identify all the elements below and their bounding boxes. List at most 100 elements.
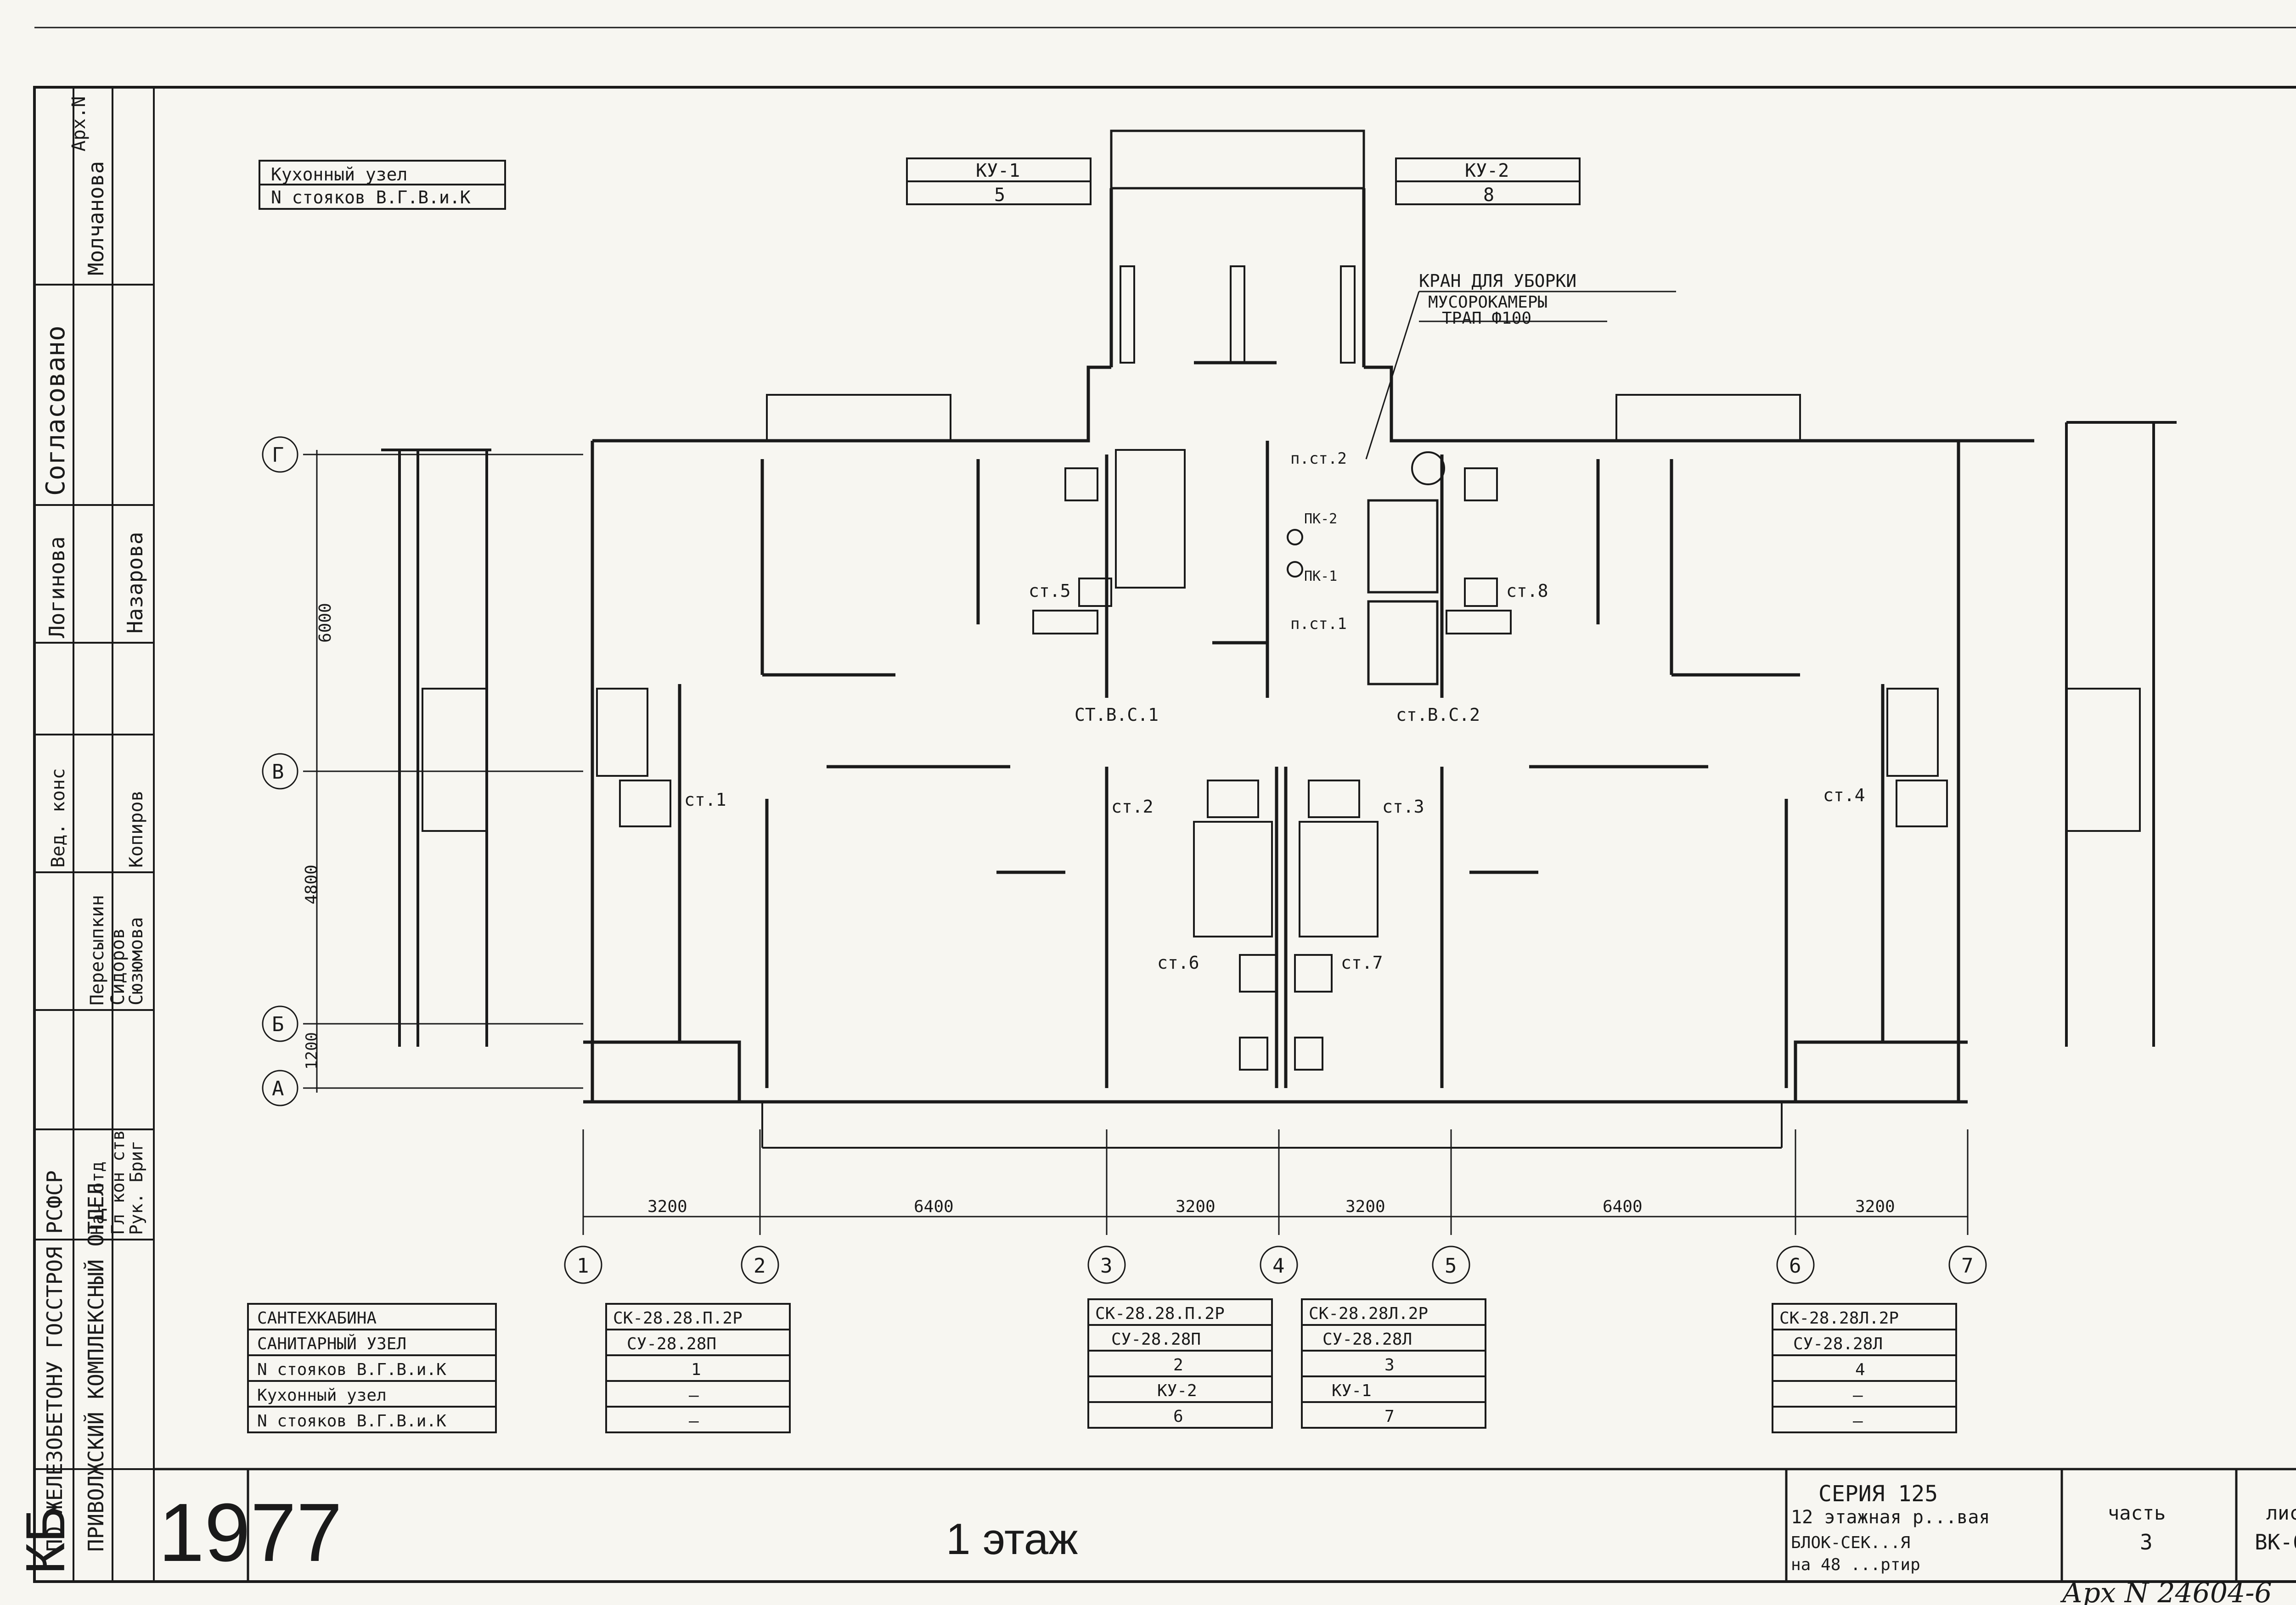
dim-span-4: 3200 [1345,1197,1385,1216]
table3-r3: 3 [1384,1356,1395,1375]
stamp-role-4: Гл кон ств [108,1130,128,1235]
axis-row-b: Б [272,1013,284,1036]
label-pst2: п.ст.2 [1290,449,1347,468]
label-st5: ст.5 [1029,581,1071,601]
label-st7: ст.7 [1341,953,1383,973]
label-pk2: ПК-2 [1304,511,1337,527]
legend-row-1: САНТЕХКАБИНА [257,1309,377,1328]
table2-r5: 6 [1173,1407,1183,1426]
ku1-label: КУ-1 [976,160,1020,181]
stamp-name-molchanova: Молчанова [84,161,108,275]
stamp-role-1: Вед. конс [48,768,69,868]
label-pst1: п.ст.1 [1290,615,1347,633]
stamp-name-loginova: Логинова [45,536,69,638]
legend-table [247,1303,497,1433]
dim-span-5: 6400 [1603,1197,1643,1216]
annotation-line-1: КРАН ДЛЯ УБОРКИ [1419,271,1576,291]
title-year: 1977 [158,1487,342,1579]
sanitary-fixtures [596,451,1948,1071]
ku2-label: КУ-2 [1465,160,1509,181]
table1-r3: 1 [691,1360,701,1379]
legend-row-4: Кухонный узел [257,1386,387,1405]
stamp-name-sidorov: Сидоров [107,928,129,1005]
stamp-logo: КБ [15,1506,76,1575]
row-axes [262,436,583,1106]
kitchen-legend [259,160,506,210]
wing-fragments [381,421,2177,1047]
axis-col-4: 4 [1272,1254,1285,1278]
stamp-name-nazarova: Назарова [123,532,147,634]
archive-stamp: Арх N 24604-6 [2060,1577,2272,1605]
table2-r2: СУ-28.28П [1111,1330,1201,1349]
stamp-role-2: Копиров [126,790,147,868]
table4-r3: 4 [1855,1360,1865,1379]
title-block-apts: на 48 ...ртир [1791,1555,1920,1574]
label-st4: ст.4 [1823,785,1865,805]
axis-col-3: 3 [1100,1254,1113,1278]
annotation-line-2: МУСОРОКАМЕРЫ [1428,293,1548,312]
axis-col-5: 5 [1445,1254,1457,1278]
axis-col-6: 6 [1789,1254,1801,1278]
stamp-org1: ПО ЖЕЛЕЗОБЕТОНУ ГОССТРОЯ РСФСР [42,1170,67,1552]
title-part-label: часть [2108,1502,2166,1524]
floor-plan [583,129,2034,1149]
label-stvs2: ст.В.С.2 [1396,705,1480,725]
annotation-line-3: ТРАП Ф100 [1442,309,1531,328]
table3-r1: СК-28.28Л.2Р [1309,1304,1428,1323]
table1-r5: — [689,1412,699,1431]
dim-vertical-4800: 4800 [302,864,321,904]
title-part-value: 3 [2140,1530,2153,1554]
kitchen-legend-title: Кухонный узел [271,164,407,185]
table4-r4: — [1853,1386,1863,1405]
stamp-name-syuzyumova: Сюзюмова [126,917,147,1005]
title-series-desc: 12 этажная р...вая [1791,1507,1990,1528]
table2-r1: СК-28.28.П.2Р [1095,1304,1225,1323]
stamp-name-peresypkin: Пересыпкин [87,895,108,1005]
table4-r2: СУ-28.28Л [1793,1335,1883,1353]
dim-span-3: 3200 [1176,1197,1216,1216]
left-stamp [34,87,155,1582]
table1-r2: СУ-28.28П [627,1335,716,1353]
title-block [154,1468,2296,1582]
title-block-name: БЛОК-СЕК...Я [1791,1533,1910,1552]
label-st8: ст.8 [1506,581,1548,601]
kitchen-legend-subtitle: N стояков В.Г.В.и.К [271,187,471,208]
label-st1: ст.1 [684,790,726,810]
ku1-value: 5 [994,185,1005,206]
legend-row-3: N стояков В.Г.В.и.К [257,1360,446,1379]
label-st3: ст.3 [1382,797,1424,817]
label-st6: ст.6 [1157,953,1199,973]
ku-boxes [906,157,1581,205]
axis-col-7: 7 [1961,1254,1974,1278]
stamp-agreed: Согласовано [41,325,71,496]
table3-r5: 7 [1384,1407,1395,1426]
axis-col-2: 2 [754,1254,766,1278]
dim-span-1: 3200 [647,1197,687,1216]
label-st2: ст.2 [1111,797,1154,817]
table2-r3: 2 [1173,1356,1183,1375]
column-axes [564,1129,1987,1284]
label-stvs1: СТ.В.С.1 [1075,705,1159,725]
table4-r5: — [1853,1412,1863,1431]
title-series: СЕРИЯ 125 [1818,1481,1938,1507]
title-list-label: лист [2266,1502,2296,1524]
ku2-value: 8 [1483,185,1494,206]
dim-vertical-1200: 1200 [303,1032,321,1070]
table3-r4: КУ-1 [1332,1381,1372,1400]
dim-vertical-6000: 6000 [316,603,335,643]
legend-row-2: САНИТАРНЫЙ УЗЕЛ [257,1334,406,1353]
axis-col-1: 1 [577,1254,589,1278]
axis-row-a: А [272,1077,284,1100]
column-tables [605,1298,1957,1433]
dim-span-2: 6400 [914,1197,954,1216]
stamp-arch-no: Арх.N [68,96,90,152]
dim-span-6: 3200 [1855,1197,1895,1216]
axis-row-g: Г [272,443,284,467]
label-pk1: ПК-1 [1304,568,1337,584]
sheet-title: 1 этаж [946,1515,1078,1564]
stamp-role-3: Нач отд [87,1162,107,1235]
axis-row-v: В [272,760,284,784]
table3-r2: СУ-28.28Л [1322,1330,1412,1349]
legend-row-5: N стояков В.Г.В.и.К [257,1412,446,1431]
